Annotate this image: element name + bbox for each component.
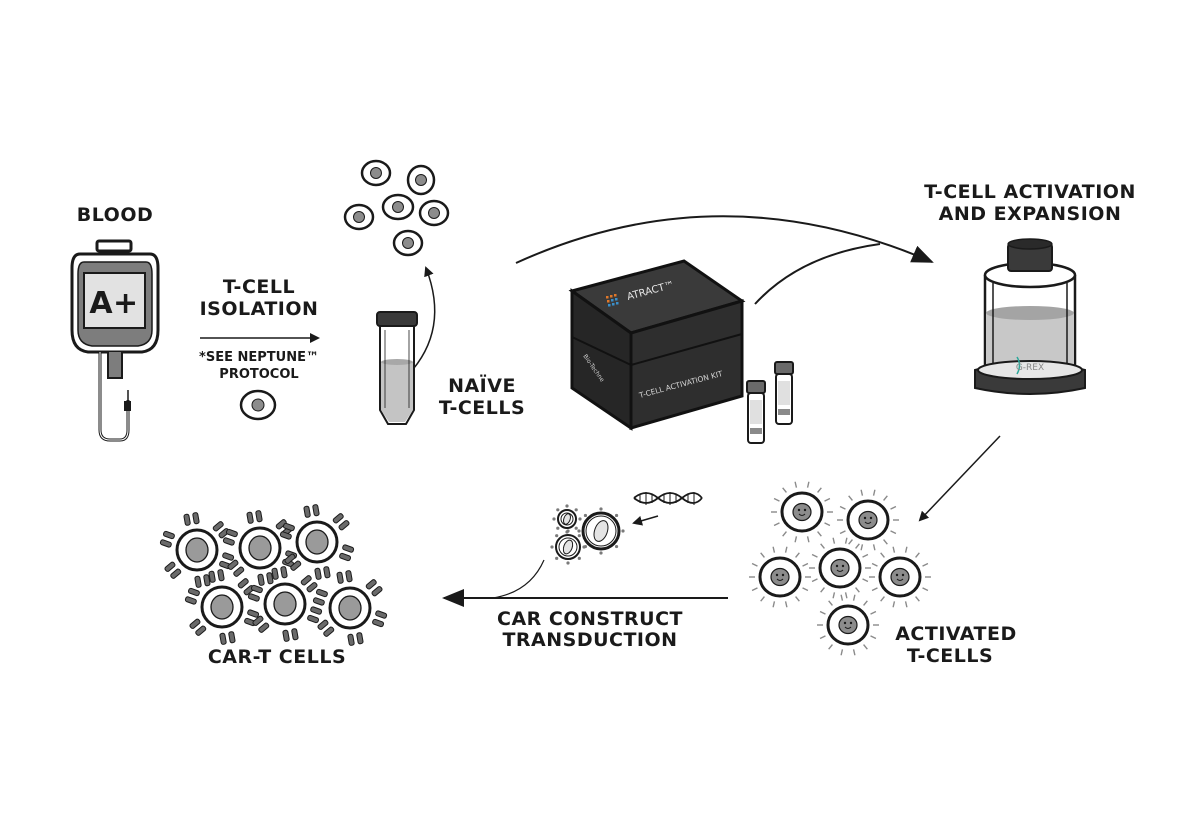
virus-flow-line: [492, 559, 545, 599]
lentivirus-icon: [577, 507, 625, 555]
activated-t-cell: [837, 489, 899, 551]
protocol-label-line2: PROTOCOL: [219, 367, 298, 382]
car-receptor-icon: [183, 512, 200, 526]
release-arrow: [407, 266, 436, 376]
activation-label-line1: T-CELL ACTIVATION: [924, 181, 1136, 203]
car-receptor-icon: [282, 628, 299, 642]
car-receptor-icon: [194, 574, 211, 588]
naive-t-cell: [406, 164, 436, 196]
car-receptor-icon: [271, 566, 288, 580]
car-receptor-icon: [332, 513, 350, 531]
vial-icon: [774, 361, 794, 425]
naive-t-cells-group: [343, 159, 450, 257]
blood-bag-icon: A+: [70, 239, 160, 442]
car-receptor-icon: [247, 584, 263, 602]
lentivirus-group: [550, 504, 625, 565]
naive-t-cell: [343, 203, 375, 231]
dna-arrow: [632, 515, 659, 526]
naive-t-cell: [418, 199, 450, 227]
car-receptor-icon: [317, 619, 335, 637]
car-receptor-icon: [347, 632, 364, 646]
naive-t-cell: [381, 193, 415, 221]
blood-type-label: A+: [89, 286, 138, 321]
activated-t-cell: [817, 594, 879, 656]
car-receptor-icon: [189, 618, 207, 636]
car-receptor-icon: [257, 572, 274, 586]
activation-kit-box: ATRACT™ T-CELL ACTIVATION KIT Bio-Techne: [568, 259, 746, 431]
naive-label-line1: NAÏVE: [448, 373, 516, 397]
transduction-label-line1: CAR CONSTRUCT: [497, 608, 683, 630]
car-t-cell: [184, 569, 260, 645]
car-receptor-icon: [336, 570, 353, 584]
car-receptor-icon: [339, 544, 355, 562]
car-t-cell: [312, 570, 388, 646]
car-receptor-icon: [372, 610, 388, 628]
g-rex-bioreactor-icon: G-REX: [974, 238, 1086, 395]
activated-t-cell: [749, 546, 811, 608]
activated-label-line2: T-CELLS: [907, 645, 993, 667]
car-receptor-icon: [314, 566, 331, 580]
activation-label-line2: AND EXPANSION: [939, 203, 1122, 225]
car-receptor-icon: [312, 588, 328, 606]
car-t-cell: [247, 566, 323, 642]
protocol-label-line1: *SEE NEPTUNE™: [199, 350, 319, 365]
atract-logo-icon: [606, 294, 619, 307]
car-t-cells-group: [159, 504, 388, 646]
isolation-label-line2: ISOLATION: [200, 298, 319, 320]
activated-t-cell: [771, 481, 833, 543]
naive-t-cell: [360, 159, 392, 187]
lentivirus-icon: [550, 529, 586, 565]
car-receptor-icon: [164, 561, 182, 579]
car-receptor-icon: [252, 615, 270, 633]
activated-label-line1: ACTIVATED: [895, 623, 1017, 645]
dna-icon: [633, 492, 703, 505]
car-receptor-icon: [303, 504, 320, 518]
car-receptor-icon: [208, 569, 225, 583]
car-receptor-icon: [227, 559, 245, 577]
car-receptor-icon: [222, 528, 238, 546]
car-receptor-icon: [300, 575, 318, 593]
vial-icon: [746, 380, 766, 444]
naive-t-cell: [392, 229, 424, 257]
car-receptor-icon: [219, 631, 236, 645]
t-cell-icon: [239, 389, 277, 421]
blood-label: BLOOD: [77, 204, 154, 226]
car-receptor-icon: [246, 510, 263, 524]
bioreactor-brand: G-REX: [1016, 363, 1044, 373]
conical-tube-icon: [376, 311, 418, 425]
expansion-arrow: [918, 435, 1001, 522]
car-receptor-icon: [279, 522, 295, 540]
lentivirus-icon: [552, 504, 582, 534]
car-receptor-icon: [184, 587, 200, 605]
car-receptor-icon: [365, 579, 383, 597]
car-receptor-icon: [159, 530, 175, 548]
transduction-label-line2: TRANSDUCTION: [502, 629, 677, 651]
main-flow-arrow: [515, 215, 934, 264]
car-receptor-icon: [284, 553, 302, 571]
car-receptor-icon: [307, 606, 323, 624]
car-t-cell: [222, 510, 298, 586]
car-t-cell: [159, 512, 235, 588]
activated-t-cell: [809, 537, 871, 599]
activated-t-cells-group: [749, 481, 931, 656]
isolation-label-line1: T-CELL: [223, 276, 295, 298]
cart-label: CAR-T CELLS: [208, 646, 346, 668]
naive-label-line2: T-CELLS: [439, 397, 525, 419]
activated-t-cell: [869, 546, 931, 608]
kit-flow-arrow: [754, 243, 881, 305]
car-t-cell: [279, 504, 355, 580]
